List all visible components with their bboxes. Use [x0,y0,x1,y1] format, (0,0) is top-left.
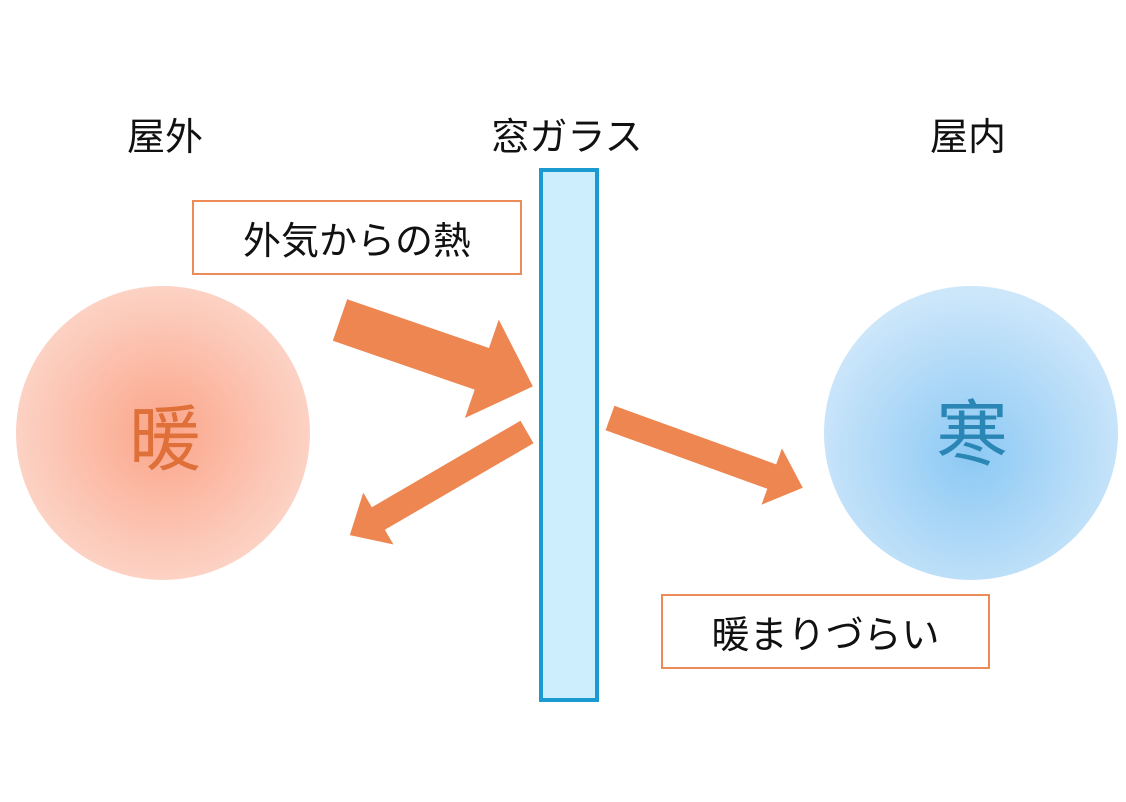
transmitted-heat-arrow [605,405,803,505]
outdoor-label: 屋外 [126,115,204,159]
heat-from-outside-box: 外気からの熱 [192,200,522,275]
window-glass [539,168,599,702]
reflected-heat-arrow [349,420,534,545]
glass-label: 窓ガラス [491,115,643,159]
hard-to-warm-box: 暖まりづらい [661,594,990,669]
heat-from-outside-text: 外気からの熱 [242,219,471,263]
incoming-heat-arrow [332,299,533,419]
hard-to-warm-text: 暖まりづらい [711,613,940,657]
warm-text: 暖 [128,397,202,482]
warm-circle [16,286,310,580]
indoor-label: 屋内 [929,115,1007,159]
cold-circle [824,286,1118,580]
cold-text: 寒 [935,392,1009,477]
